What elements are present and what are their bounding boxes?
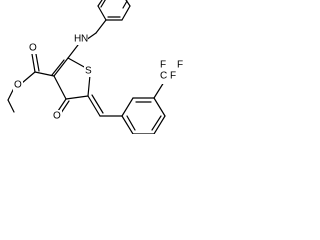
bond-ethyl-2: [7, 99, 15, 113]
bond-c2-c3-double: [51, 59, 65, 76]
bond-aryl-cf3: [153, 81, 165, 99]
bond-phenyl-5b: [100, 0, 106, 8]
bond-phenyl-6: [97, 0, 103, 7]
bond-s-c5: [87, 74, 91, 97]
bond-aryl-6b: [126, 115, 136, 131]
bond-ester-c-o-carbonyl-double: [35, 53, 40, 72]
atom-label-cf3-c: C: [160, 71, 167, 82]
atom-label-cf3-f2: F: [160, 60, 166, 71]
label-mask-nh: [74, 33, 88, 45]
bond-phenyl-4: [125, 0, 131, 7]
bond-c5-ch-double: [91, 94, 104, 114]
bond-ester-c-o-ether: [21, 71, 36, 84]
bond-c5-c4: [65, 95, 89, 100]
bond-phenyl-3: [121, 5, 131, 21]
bond-c4-o-double: [60, 100, 70, 114]
bond-c2-c3: [53, 57, 69, 77]
atom-label-o-carbonyl: O: [29, 43, 37, 54]
bond-n-c2: [67, 44, 79, 59]
atom-label-s: S: [85, 66, 92, 77]
bond-c4-o: [57, 98, 67, 112]
bond-aryl-1: [121, 97, 134, 117]
molecule-structure-diagram: H N O O O S C F F F: [7, 0, 185, 134]
bond-aryl-3: [153, 97, 166, 117]
bond-c5-ch: [87, 95, 101, 117]
bond-phenyl-3b: [122, 0, 128, 9]
bond-aryl-4: [153, 115, 166, 134]
atom-label-n: N: [81, 34, 88, 45]
label-mask-o-carbonyl: [28, 42, 38, 54]
atom-labels: H N O O O S C F F F: [13, 33, 185, 122]
bond-phenyl-5: [97, 5, 107, 21]
atom-label-o-ether: O: [14, 80, 22, 91]
bond-ester-c-o-carbonyl: [31, 53, 36, 73]
atom-label-o-ketone: O: [53, 111, 61, 122]
bond-c4-c3: [53, 75, 67, 100]
atom-label-h: H: [74, 34, 81, 45]
bond-c2-s: [67, 57, 87, 69]
bond-aryl-6: [121, 115, 134, 134]
atom-label-cf3-f1: F: [170, 71, 176, 82]
bonds: [7, 0, 166, 134]
bond-phenyl-1: [95, 19, 107, 34]
label-mask-o-ether: [13, 79, 23, 91]
label-mask-s: [84, 65, 94, 77]
atom-label-cf3-f3: F: [177, 60, 183, 71]
bond-c3-ester-c: [34, 71, 55, 77]
label-mask-cf3: [159, 60, 185, 84]
label-mask-o-ketone: [52, 110, 62, 122]
bond-aryl-4b: [151, 115, 162, 131]
